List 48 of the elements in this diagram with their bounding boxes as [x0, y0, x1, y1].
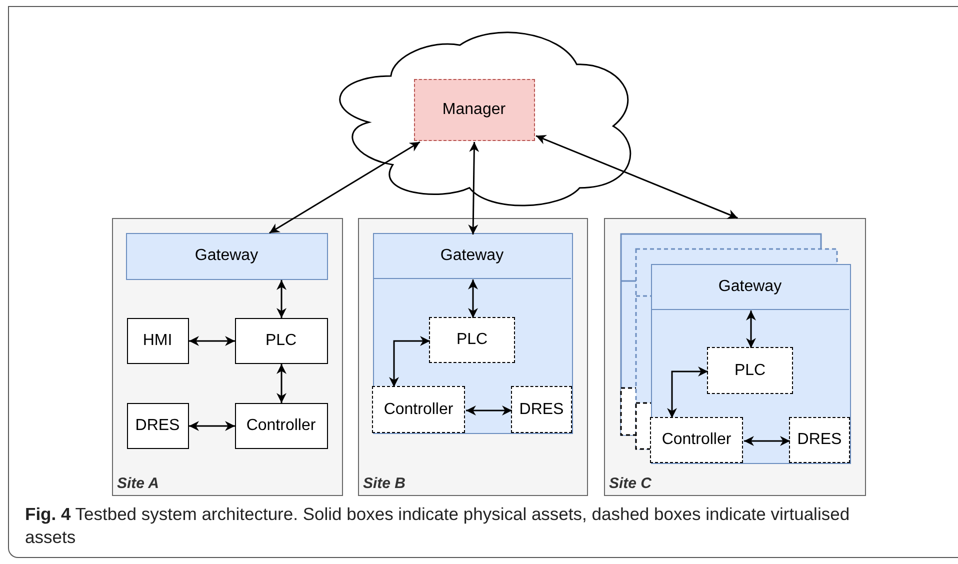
- physical-asset-box: [126, 318, 188, 364]
- manager-box: [414, 78, 534, 140]
- node-label: DRES: [135, 416, 180, 434]
- node-label: Controller: [662, 431, 732, 449]
- site-panel: [358, 218, 588, 496]
- double-arrow: [468, 280, 478, 318]
- virtual-asset-box: [511, 386, 572, 433]
- virtual-asset-box: [429, 317, 515, 363]
- virtual-asset-box: [372, 386, 465, 433]
- node-label: Manager: [442, 100, 506, 118]
- double-arrow: [746, 310, 756, 348]
- node-label: PLC: [734, 362, 766, 380]
- site-label: Site B: [363, 475, 406, 492]
- physical-asset-box: [234, 402, 328, 448]
- site-label: Site C: [609, 475, 652, 492]
- gateway-container: [650, 264, 850, 464]
- double-arrow: [468, 142, 480, 235]
- node-label: DRES: [519, 400, 564, 418]
- site-panel: [604, 218, 866, 496]
- double-arrow: [189, 421, 235, 431]
- node-label: Gateway: [718, 278, 782, 296]
- virtual-asset-box: [707, 347, 793, 394]
- double-arrow: [466, 406, 512, 416]
- double-arrow: [189, 336, 235, 346]
- double-arrow: [536, 134, 738, 219]
- figure-caption: Fig. 4 Testbed system architecture. Solid boxes indicate physical assets, dashed boxes indicate virtualised assets: [25, 503, 851, 549]
- node-label: PLC: [456, 331, 488, 349]
- site-panel: [112, 218, 343, 496]
- physical-asset-box: [126, 402, 188, 448]
- virtual-asset-box: [789, 417, 850, 463]
- gateway-box: [126, 232, 328, 280]
- node-label: PLC: [265, 332, 297, 350]
- node-label: Controller: [246, 416, 316, 434]
- gateway-container: [372, 232, 572, 434]
- physical-asset-box: [234, 318, 328, 364]
- node-label: DRES: [797, 431, 842, 449]
- node-label: Gateway: [194, 247, 258, 265]
- double-arrow: [276, 280, 286, 318]
- site-label: Site A: [117, 475, 159, 492]
- double-arrow: [276, 364, 286, 403]
- node-label: Gateway: [440, 246, 504, 264]
- double-arrow: [667, 366, 708, 418]
- double-arrow: [744, 436, 790, 446]
- node-label: HMI: [142, 332, 172, 350]
- node-label: Controller: [384, 400, 454, 418]
- double-arrow: [269, 141, 420, 234]
- double-arrow: [389, 336, 430, 387]
- virtual-asset-box: [650, 417, 743, 463]
